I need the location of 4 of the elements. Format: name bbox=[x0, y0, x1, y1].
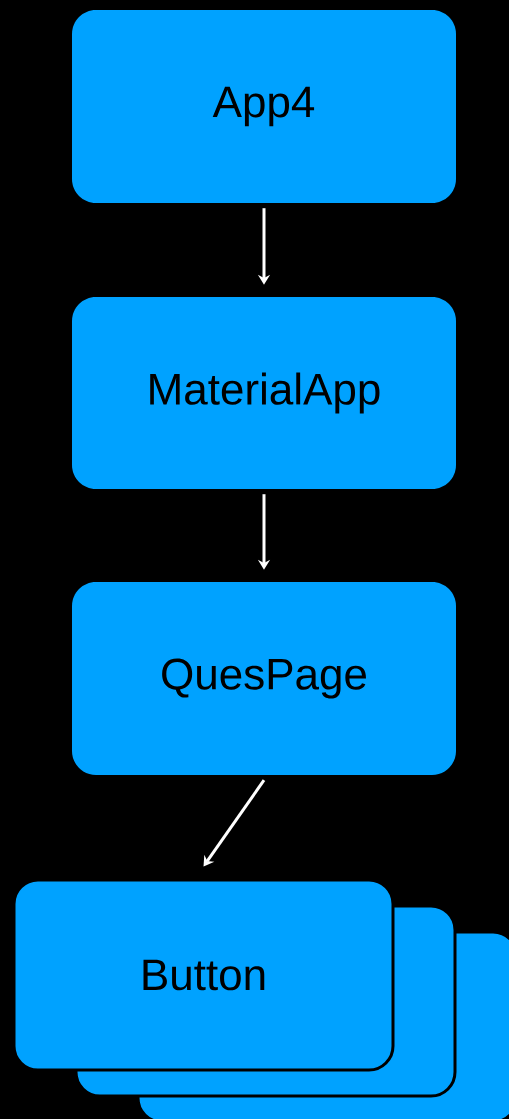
rounded-box: QuesPage bbox=[72, 582, 456, 775]
stacked-box: Button bbox=[12, 878, 509, 1119]
rounded-box: MaterialApp bbox=[72, 297, 456, 489]
rounded-box: App4 bbox=[72, 10, 456, 203]
